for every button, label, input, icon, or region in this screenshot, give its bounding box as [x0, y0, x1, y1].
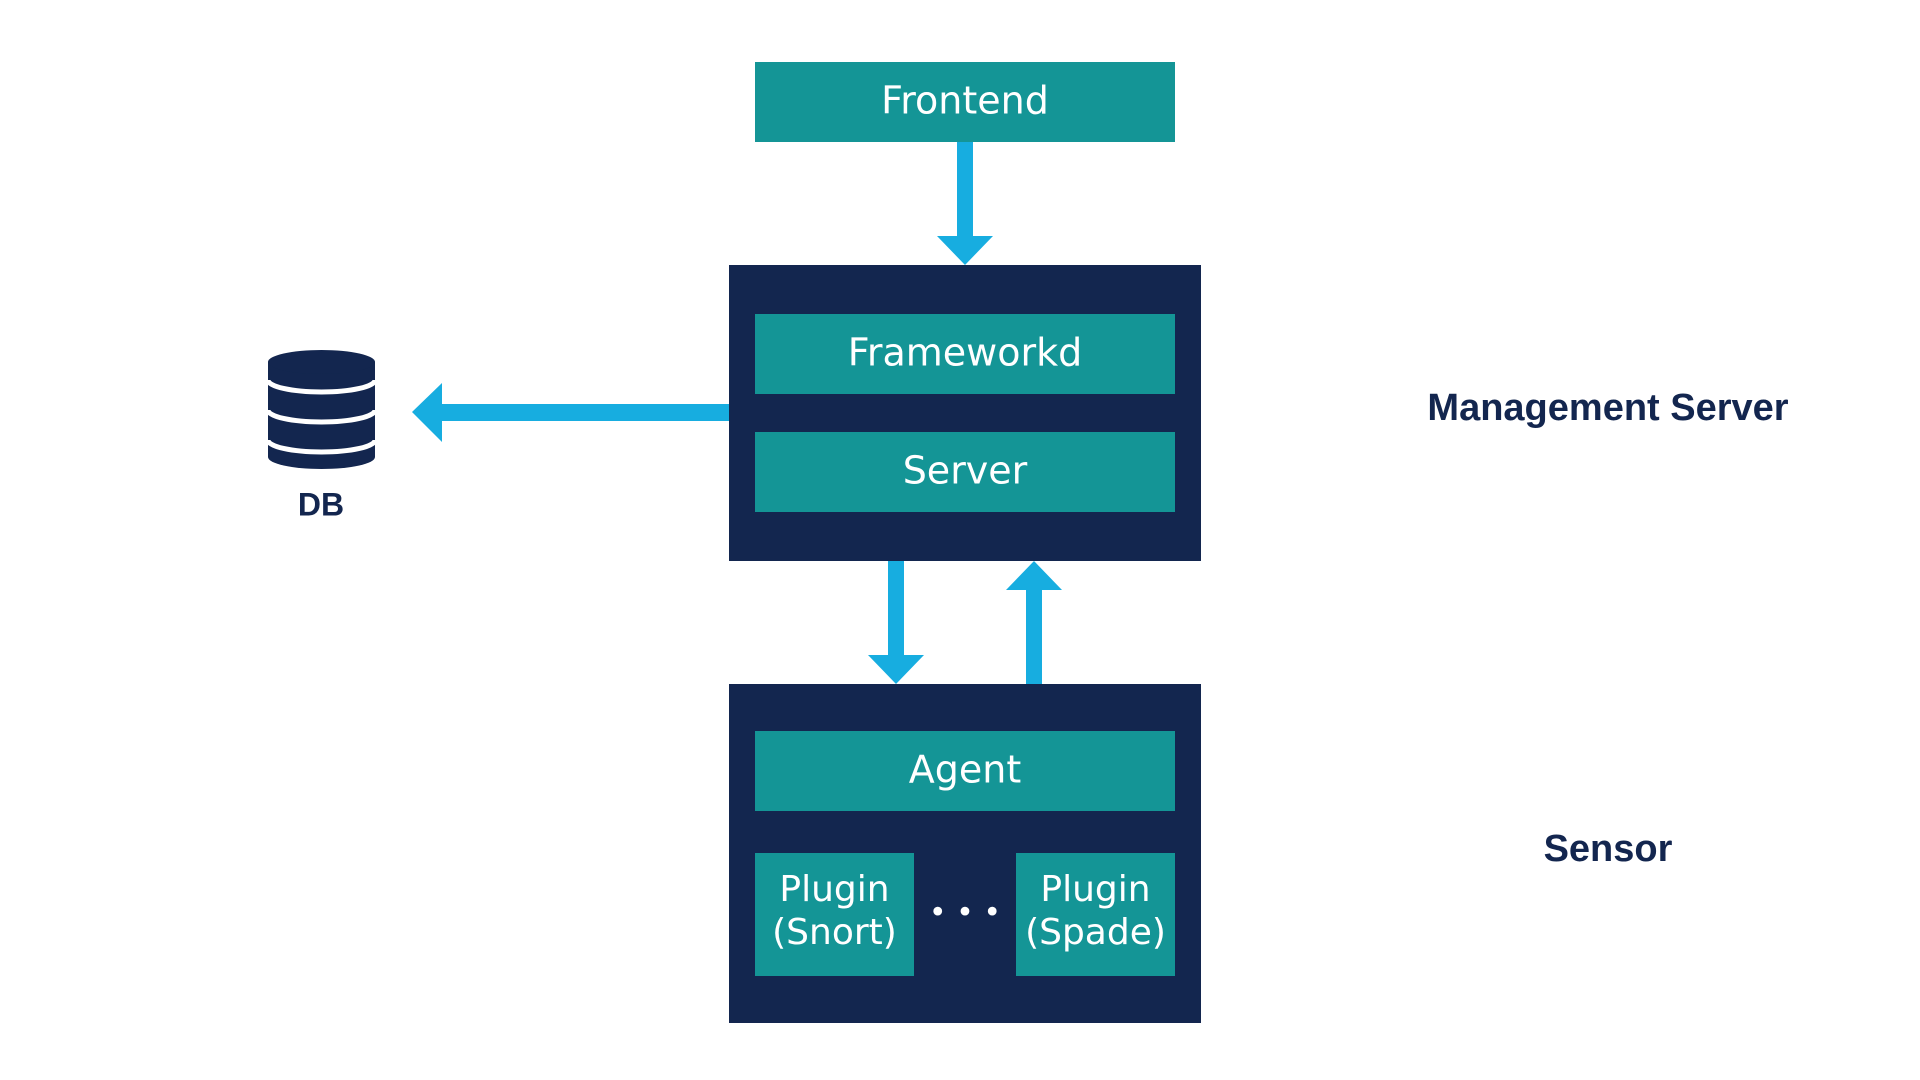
server-label: Server	[903, 449, 1028, 493]
arrow-frontend-to-management	[937, 142, 993, 265]
arrow-management-to-db	[412, 383, 729, 442]
arrow-head-up	[1006, 561, 1062, 590]
db-label: DB	[298, 486, 344, 522]
arrow-management-to-sensor	[868, 561, 924, 684]
plugin-snort-line1: Plugin	[779, 869, 889, 910]
arrow-shaft	[888, 561, 904, 657]
plugin-spade-line2: (Spade)	[1025, 912, 1166, 953]
plugin-spade-box	[1016, 853, 1175, 976]
sensor-container: Agent Plugin (Snort) • • • Plugin (Spade…	[729, 684, 1201, 1023]
arrow-head-left	[412, 383, 442, 442]
db-cylinder-top	[268, 350, 375, 374]
plugin-spade-line1: Plugin	[1040, 869, 1150, 910]
frontend-label: Frontend	[881, 79, 1049, 123]
arrow-head-down	[937, 236, 993, 265]
arrow-shaft	[957, 142, 973, 238]
db-cylinder-body	[268, 362, 375, 457]
arrow-shaft	[440, 404, 729, 421]
server-box	[755, 432, 1175, 512]
agent-label: Agent	[909, 748, 1021, 792]
management-server-box	[729, 265, 1201, 561]
frontend-node: Frontend	[755, 62, 1175, 142]
frameworkd-label: Frameworkd	[848, 331, 1082, 375]
arrow-head-down	[868, 655, 924, 684]
arrow-sensor-to-management	[1006, 561, 1062, 684]
db-band-3	[265, 439, 378, 455]
management-server-label: Management Server	[1427, 387, 1788, 429]
db-band-2	[265, 409, 378, 425]
frontend-box	[755, 62, 1175, 142]
db-band-1	[265, 379, 378, 395]
sensor-label: Sensor	[1544, 828, 1673, 870]
plugin-snort-line2: (Snort)	[772, 912, 897, 953]
frameworkd-box	[755, 314, 1175, 394]
agent-box	[755, 731, 1175, 811]
arrow-shaft	[1026, 587, 1042, 684]
plugin-ellipsis: • • •	[929, 896, 1001, 931]
database-icon	[265, 350, 378, 469]
management-server-container: Frameworkd Server	[729, 265, 1201, 561]
plugin-snort-box	[755, 853, 914, 976]
